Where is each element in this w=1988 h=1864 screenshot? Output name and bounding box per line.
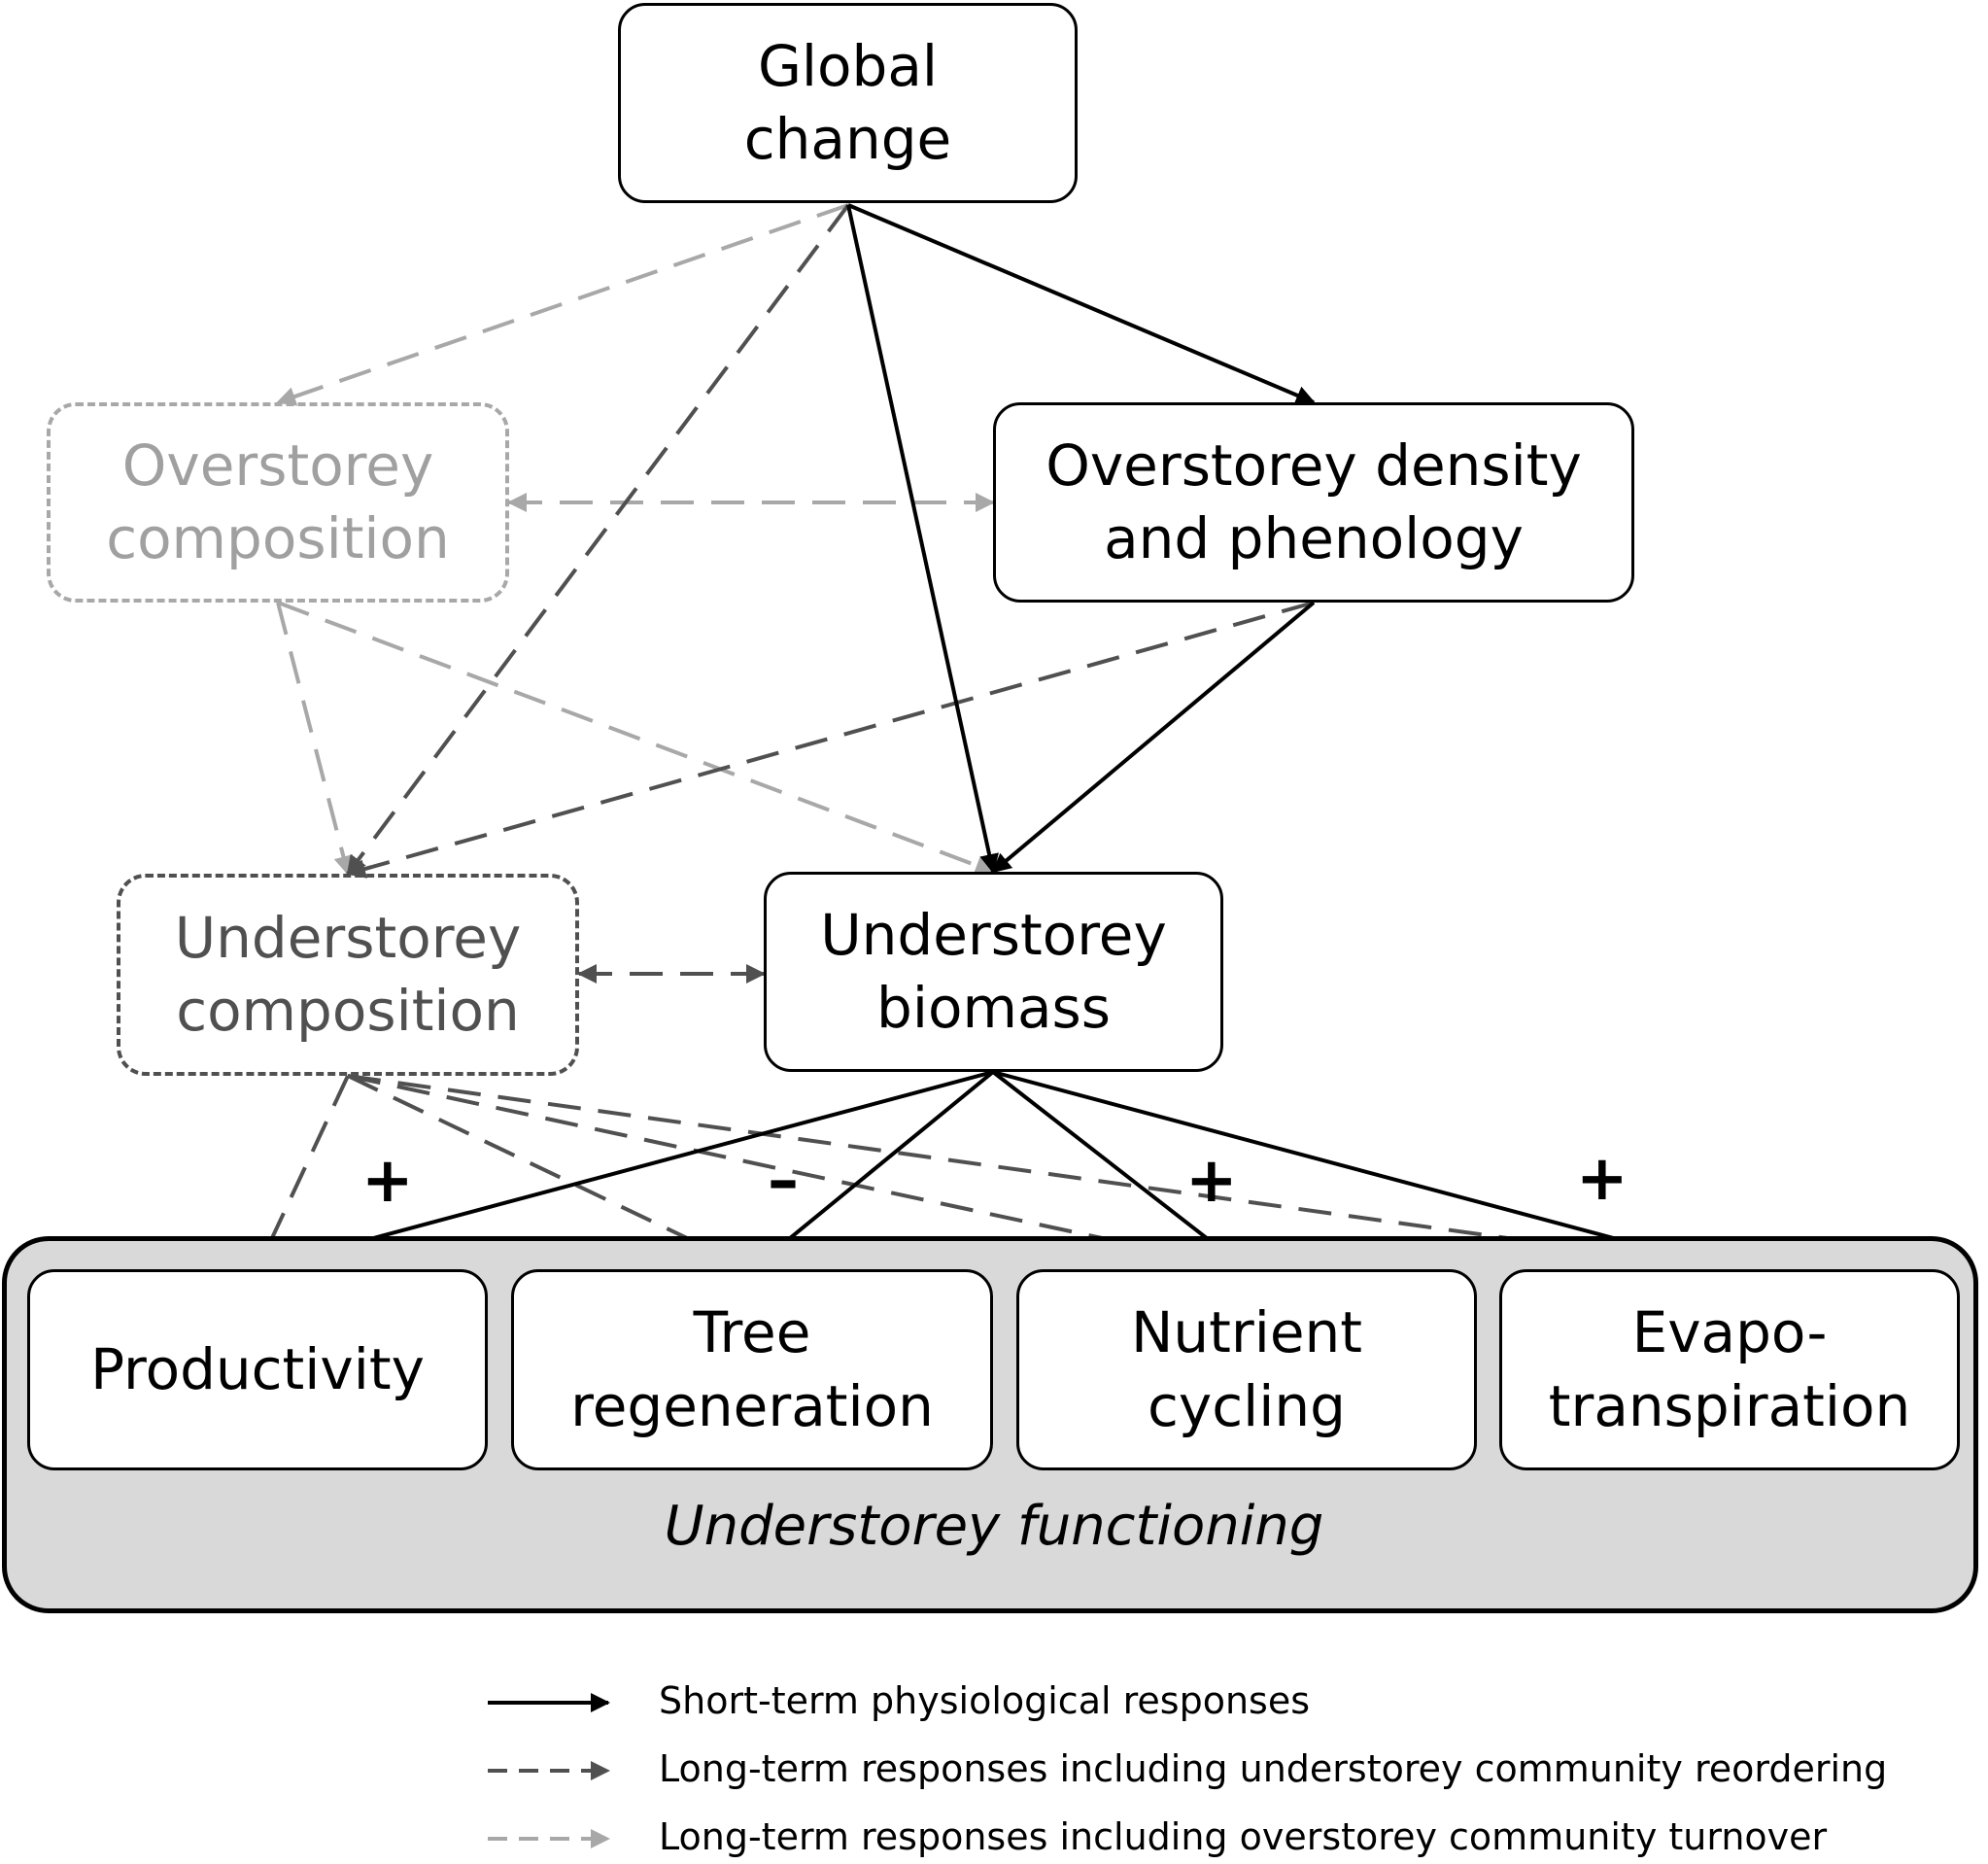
edges-group — [256, 203, 1731, 1277]
edge-overstorey-composition-to-understorey-biomass — [277, 601, 995, 876]
node-evapotranspiration: Evapo- transpiration — [1499, 1269, 1960, 1470]
node-label-line: Nutrient — [1130, 1299, 1363, 1366]
edge-overstorey-composition-to-understorey-composition — [276, 602, 354, 876]
node-label-line: change — [743, 106, 952, 172]
node-label-line: Tree — [693, 1299, 811, 1366]
node-understorey-composition: Understorey composition — [117, 874, 579, 1076]
legend-label-understorey-reordering: Long-term responses including understore… — [659, 1747, 1888, 1790]
edge-global-change-to-overstorey-density — [847, 203, 1316, 405]
node-label-line: Overstorey — [121, 431, 434, 499]
edge-overstorey-density-to-understorey-composition — [346, 601, 1315, 879]
node-label-line: regeneration — [570, 1372, 934, 1439]
node-label-line: Understorey — [174, 904, 522, 971]
node-label-line: transpiration — [1548, 1372, 1911, 1439]
node-label-line: composition — [176, 978, 520, 1044]
sign-evapotranspiration: + — [1576, 1143, 1628, 1215]
node-label-line: Understorey — [820, 901, 1167, 968]
edge-overstorey-density-to-understorey-biomass — [991, 601, 1316, 874]
edge-global-change-to-understorey-biomass — [846, 204, 999, 874]
node-nutrient-cycling: Nutrient cycling — [1016, 1269, 1477, 1470]
node-label-line: Productivity — [90, 1335, 425, 1402]
node-label-line: composition — [106, 505, 450, 571]
node-label-line: and phenology — [1104, 505, 1524, 571]
legend-label-short-term: Short-term physiological responses — [659, 1679, 1311, 1722]
legend-swatches — [488, 1693, 610, 1848]
legend-label-overstorey-turnover: Long-term responses including overstorey… — [659, 1815, 1828, 1858]
node-label-line: biomass — [876, 975, 1111, 1041]
node-label-line: cycling — [1148, 1372, 1346, 1439]
understorey-functioning-label: Understorey functioning — [664, 1495, 1324, 1558]
node-tree-regeneration: Tree regeneration — [511, 1269, 993, 1470]
edge-global-change-to-overstorey-composition — [276, 203, 849, 406]
node-productivity: Productivity — [27, 1269, 488, 1470]
node-overstorey-composition: Overstorey composition — [47, 402, 509, 603]
node-label-line: Overstorey density — [1045, 431, 1582, 499]
node-overstorey-density: Overstorey density and phenology — [993, 402, 1634, 603]
sign-productivity: + — [361, 1145, 414, 1217]
sign-tree-regeneration: – — [768, 1145, 799, 1217]
node-understorey-biomass: Understorey biomass — [764, 872, 1223, 1072]
node-global-change: Global change — [618, 3, 1078, 203]
sign-nutrient-cycling: + — [1185, 1145, 1238, 1217]
node-label-line: Evapo- — [1631, 1299, 1828, 1366]
edge-global-change-to-understorey-composition — [346, 203, 850, 876]
node-label-line: Global — [757, 32, 939, 99]
